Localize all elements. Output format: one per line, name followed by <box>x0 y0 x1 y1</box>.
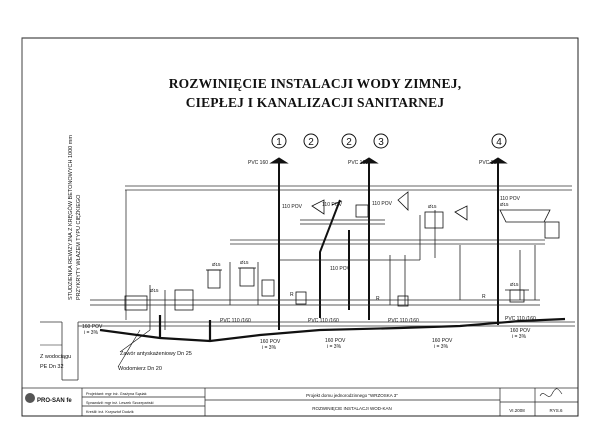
title-block-drawing-name: ROZWINIĘCIE INSTALACJI WOD-KAN <box>312 406 391 411</box>
rewizja-mark-2: R <box>376 296 380 302</box>
left-slope-label: 160 POV <box>82 324 103 330</box>
riser-marker-2b <box>341 133 357 149</box>
pov-label-5: 110 POV <box>500 196 521 202</box>
title-block-designer: Projektant: mgr inż. Grażyna Sąsiak <box>86 392 147 396</box>
slope-label-3b: i = 3% <box>434 344 449 350</box>
fixture-tag-5: Ø15 <box>500 202 509 207</box>
slope-label-1b: i = 3% <box>262 345 277 351</box>
company-logo-text: PRO-SAN fe <box>37 398 72 404</box>
company-logo-icon <box>25 393 35 403</box>
valve-annotation: Zawór antyskażeniowy Dn 25 <box>120 351 192 357</box>
riser-marker-3 <box>373 133 389 149</box>
riser-label-4: 4 <box>496 137 502 148</box>
title-block-project: Projekt domu jednorodzinnego "WRZOSKA 3" <box>306 393 398 398</box>
title-block-date: VI.2008 <box>509 408 525 413</box>
rewizja-marks: R R R <box>290 292 486 302</box>
slope-label-2b: i = 3% <box>327 344 342 350</box>
pov-label-3: 110 POV <box>372 201 393 207</box>
drawing-title-line-2: CIEPŁEJ I KANALIZACJI SANITARNEJ <box>185 95 445 110</box>
riser-label-2: 2 <box>308 137 314 148</box>
drawing-title-line-1: ROZWINIĘCIE INSTALACJI WODY ZIMNEJ, <box>168 76 462 91</box>
slope-label-3: 160 POV <box>432 338 453 344</box>
main-label-1: PVC 110 /160 <box>220 318 251 324</box>
title-block-drafter: Kreślił: inż. Krzysztof Dudzik <box>86 410 134 414</box>
fixture-tag-3: Ø15 <box>240 260 249 265</box>
title-block-checker: Sprawdził: mgr inż. Leszek Szczepański <box>86 401 154 405</box>
meter-annotation: Wodomierz Dn 20 <box>118 366 162 372</box>
main-sewer-line <box>99 315 566 343</box>
pov-label-2: 110 POV <box>322 202 343 208</box>
rewizja-mark-1: R <box>290 292 294 298</box>
rewizja-mark-3: R <box>482 294 486 300</box>
water-pipe-annotation: PE Dn 32 <box>40 364 64 370</box>
slope-label-2: 160 POV <box>325 338 346 344</box>
slope-label-4: 160 POV <box>510 328 531 334</box>
vent-label-1: PVC 160 <box>248 160 268 166</box>
fixture-tag-6: Ø15 <box>510 282 519 287</box>
pov-label-1: 110 POV <box>282 204 303 210</box>
pov-label-4: 110 POV <box>330 266 351 272</box>
sanitary-fixtures <box>124 191 560 311</box>
fixture-tag-4: Ø15 <box>428 204 437 209</box>
main-label-3: PVC 110 /160 <box>388 318 419 324</box>
main-label-4: PVC 110 /160 <box>505 316 536 322</box>
annotation-leaders <box>40 329 151 368</box>
riser-label-3: 3 <box>378 137 384 148</box>
signature-icon <box>539 388 563 397</box>
vent-caps <box>269 157 508 164</box>
fixture-tag-1: Ø15 <box>150 288 159 293</box>
main-label-2: PVC 110 /160 <box>308 318 339 324</box>
riser-marker-4 <box>491 133 507 149</box>
riser-marker-2 <box>303 133 319 149</box>
fixture-tag-2: Ø15 <box>212 262 221 267</box>
riser-label-2b: 2 <box>346 137 352 148</box>
title-block <box>21 387 579 417</box>
slope-label-4b: i = 3% <box>512 334 527 340</box>
side-note-line-1: STUDZIENKA REWIZYJNA Z KRĘGÓW BETONOWYCH… <box>67 135 74 300</box>
left-slope-label-b: i = 3% <box>84 330 99 336</box>
fixture-labels: Ø15 Ø15 Ø15 Ø15 Ø15 Ø15 <box>150 202 519 293</box>
riser-marker-1 <box>271 133 287 149</box>
vent-label-3: PVC 160 <box>479 160 499 166</box>
slope-label-1: 160 POV <box>260 339 281 345</box>
title-block-sheet-number: RYS.6 <box>550 408 563 413</box>
riser-markers: 1 2 2 3 4 <box>271 133 507 149</box>
water-connection-annotation: Z wodociągu <box>40 354 71 360</box>
riser-label-1: 1 <box>276 137 282 148</box>
water-supply-lines <box>90 210 540 330</box>
soil-stacks <box>278 163 499 330</box>
vent-label-2: PVC 160 <box>348 160 368 166</box>
sheet-frame <box>21 37 579 417</box>
side-note-line-2: PRZYKRYTY WŁAZEM TYPU CIĘŻKIEGO <box>75 194 82 300</box>
